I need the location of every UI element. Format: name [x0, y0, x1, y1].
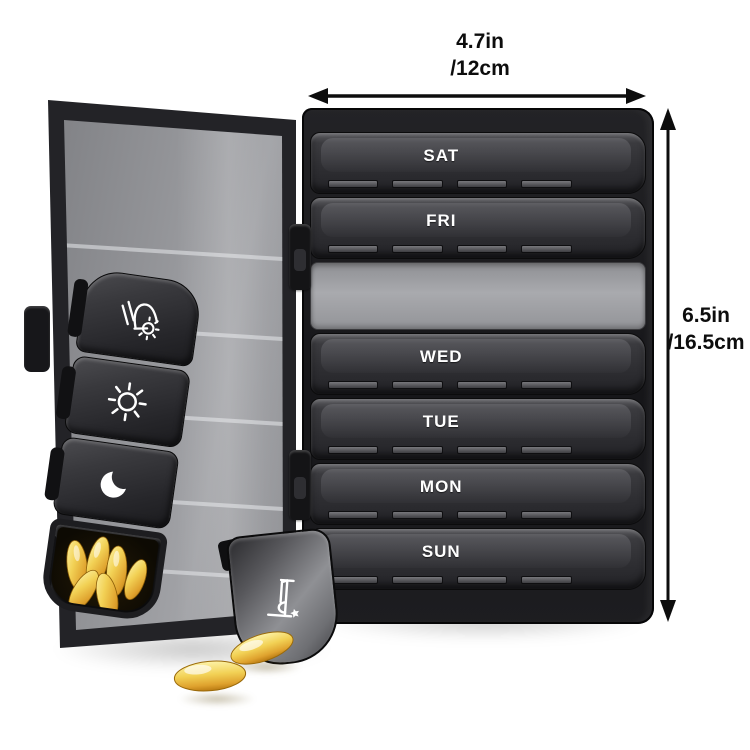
empty-thursday-slot	[310, 262, 646, 330]
day-strip-sun: SUN	[310, 528, 646, 590]
height-dimension-label: 6.5in /16.5cm	[662, 302, 750, 356]
loose-capsule	[166, 652, 253, 699]
height-metric: /16.5cm	[667, 331, 745, 354]
night-open-compartment	[38, 517, 169, 623]
day-strip-wed: WED	[310, 333, 646, 395]
noon-compartment	[63, 354, 192, 449]
case-hinge-bottom	[289, 450, 311, 520]
detached-daily-strip	[38, 267, 204, 627]
width-metric: /12cm	[450, 57, 510, 80]
latch-tabs	[327, 576, 572, 584]
morning-compartment	[74, 267, 204, 368]
flipped-night-lid	[225, 526, 343, 670]
case-hinge-top	[289, 224, 311, 290]
lid-clasp	[24, 306, 50, 372]
capsules-in-compartment	[48, 526, 160, 614]
evening-moon-icon	[100, 471, 127, 498]
night-bed-star-icon	[261, 573, 306, 624]
latch-tabs	[327, 446, 572, 454]
day-strip-tue: TUE	[310, 398, 646, 460]
day-label: WED	[419, 347, 463, 366]
morning-bell-sun-icon	[121, 300, 160, 341]
case-tray: SAT FRI WED TUE MON SUN	[302, 108, 654, 624]
height-dimension-arrow	[660, 108, 676, 622]
latch-tabs	[327, 180, 572, 188]
evening-compartment	[52, 436, 180, 530]
day-label: SUN	[421, 542, 461, 561]
day-label: MON	[419, 477, 463, 496]
latch-tabs	[327, 245, 572, 253]
width-dimension-label: 4.7in /12cm	[400, 28, 560, 82]
day-label: TUE	[422, 412, 460, 431]
height-inches: 6.5in	[682, 304, 730, 327]
loose-capsule	[220, 619, 303, 677]
latch-tabs	[327, 381, 572, 389]
day-strip-mon: MON	[310, 463, 646, 525]
noon-sun-icon	[107, 382, 147, 422]
capsule-shadow	[178, 692, 256, 706]
latch-tabs	[327, 511, 572, 519]
day-label: FRI	[426, 211, 457, 230]
width-dimension-arrow	[308, 88, 646, 104]
day-strip-fri: FRI	[310, 197, 646, 259]
width-inches: 4.7in	[456, 30, 504, 53]
day-strip-sat: SAT	[310, 132, 646, 194]
day-label: SAT	[423, 146, 460, 165]
